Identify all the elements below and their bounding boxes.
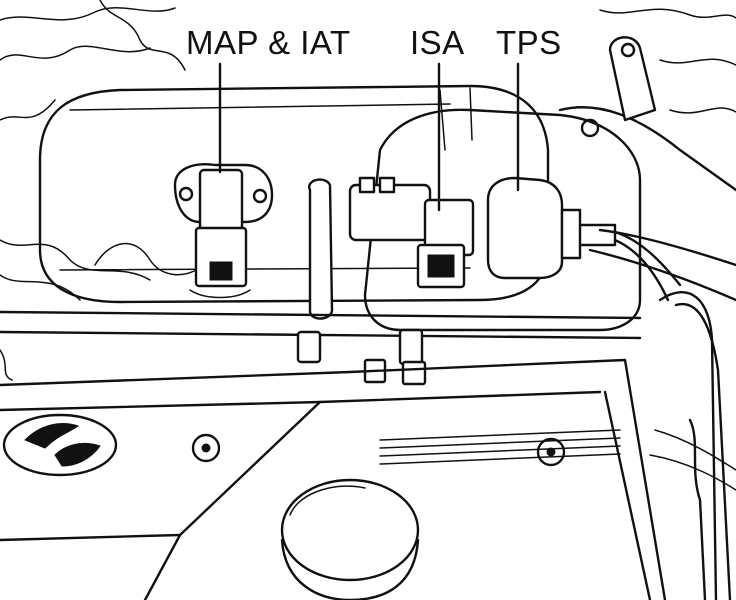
throttle-body [363,87,736,332]
tps-sensor [486,176,682,302]
map-iat-sensor [173,163,274,299]
hyundai-emblem [2,413,118,477]
valve-cover [0,358,667,600]
tps-label: TPS [496,24,562,61]
background-scribbles [0,0,736,301]
vacuum-hose [308,178,334,320]
isa-actuator [348,176,475,289]
map-iat-label: MAP & IAT [186,24,351,61]
oil-filler-cap [280,478,420,600]
intake-plenum [38,84,550,304]
callout-leaders [218,62,520,212]
mounting-bracket [580,36,657,138]
fuel-rail [0,310,642,386]
isa-label: ISA [410,24,465,61]
wiring-harness [649,290,736,600]
